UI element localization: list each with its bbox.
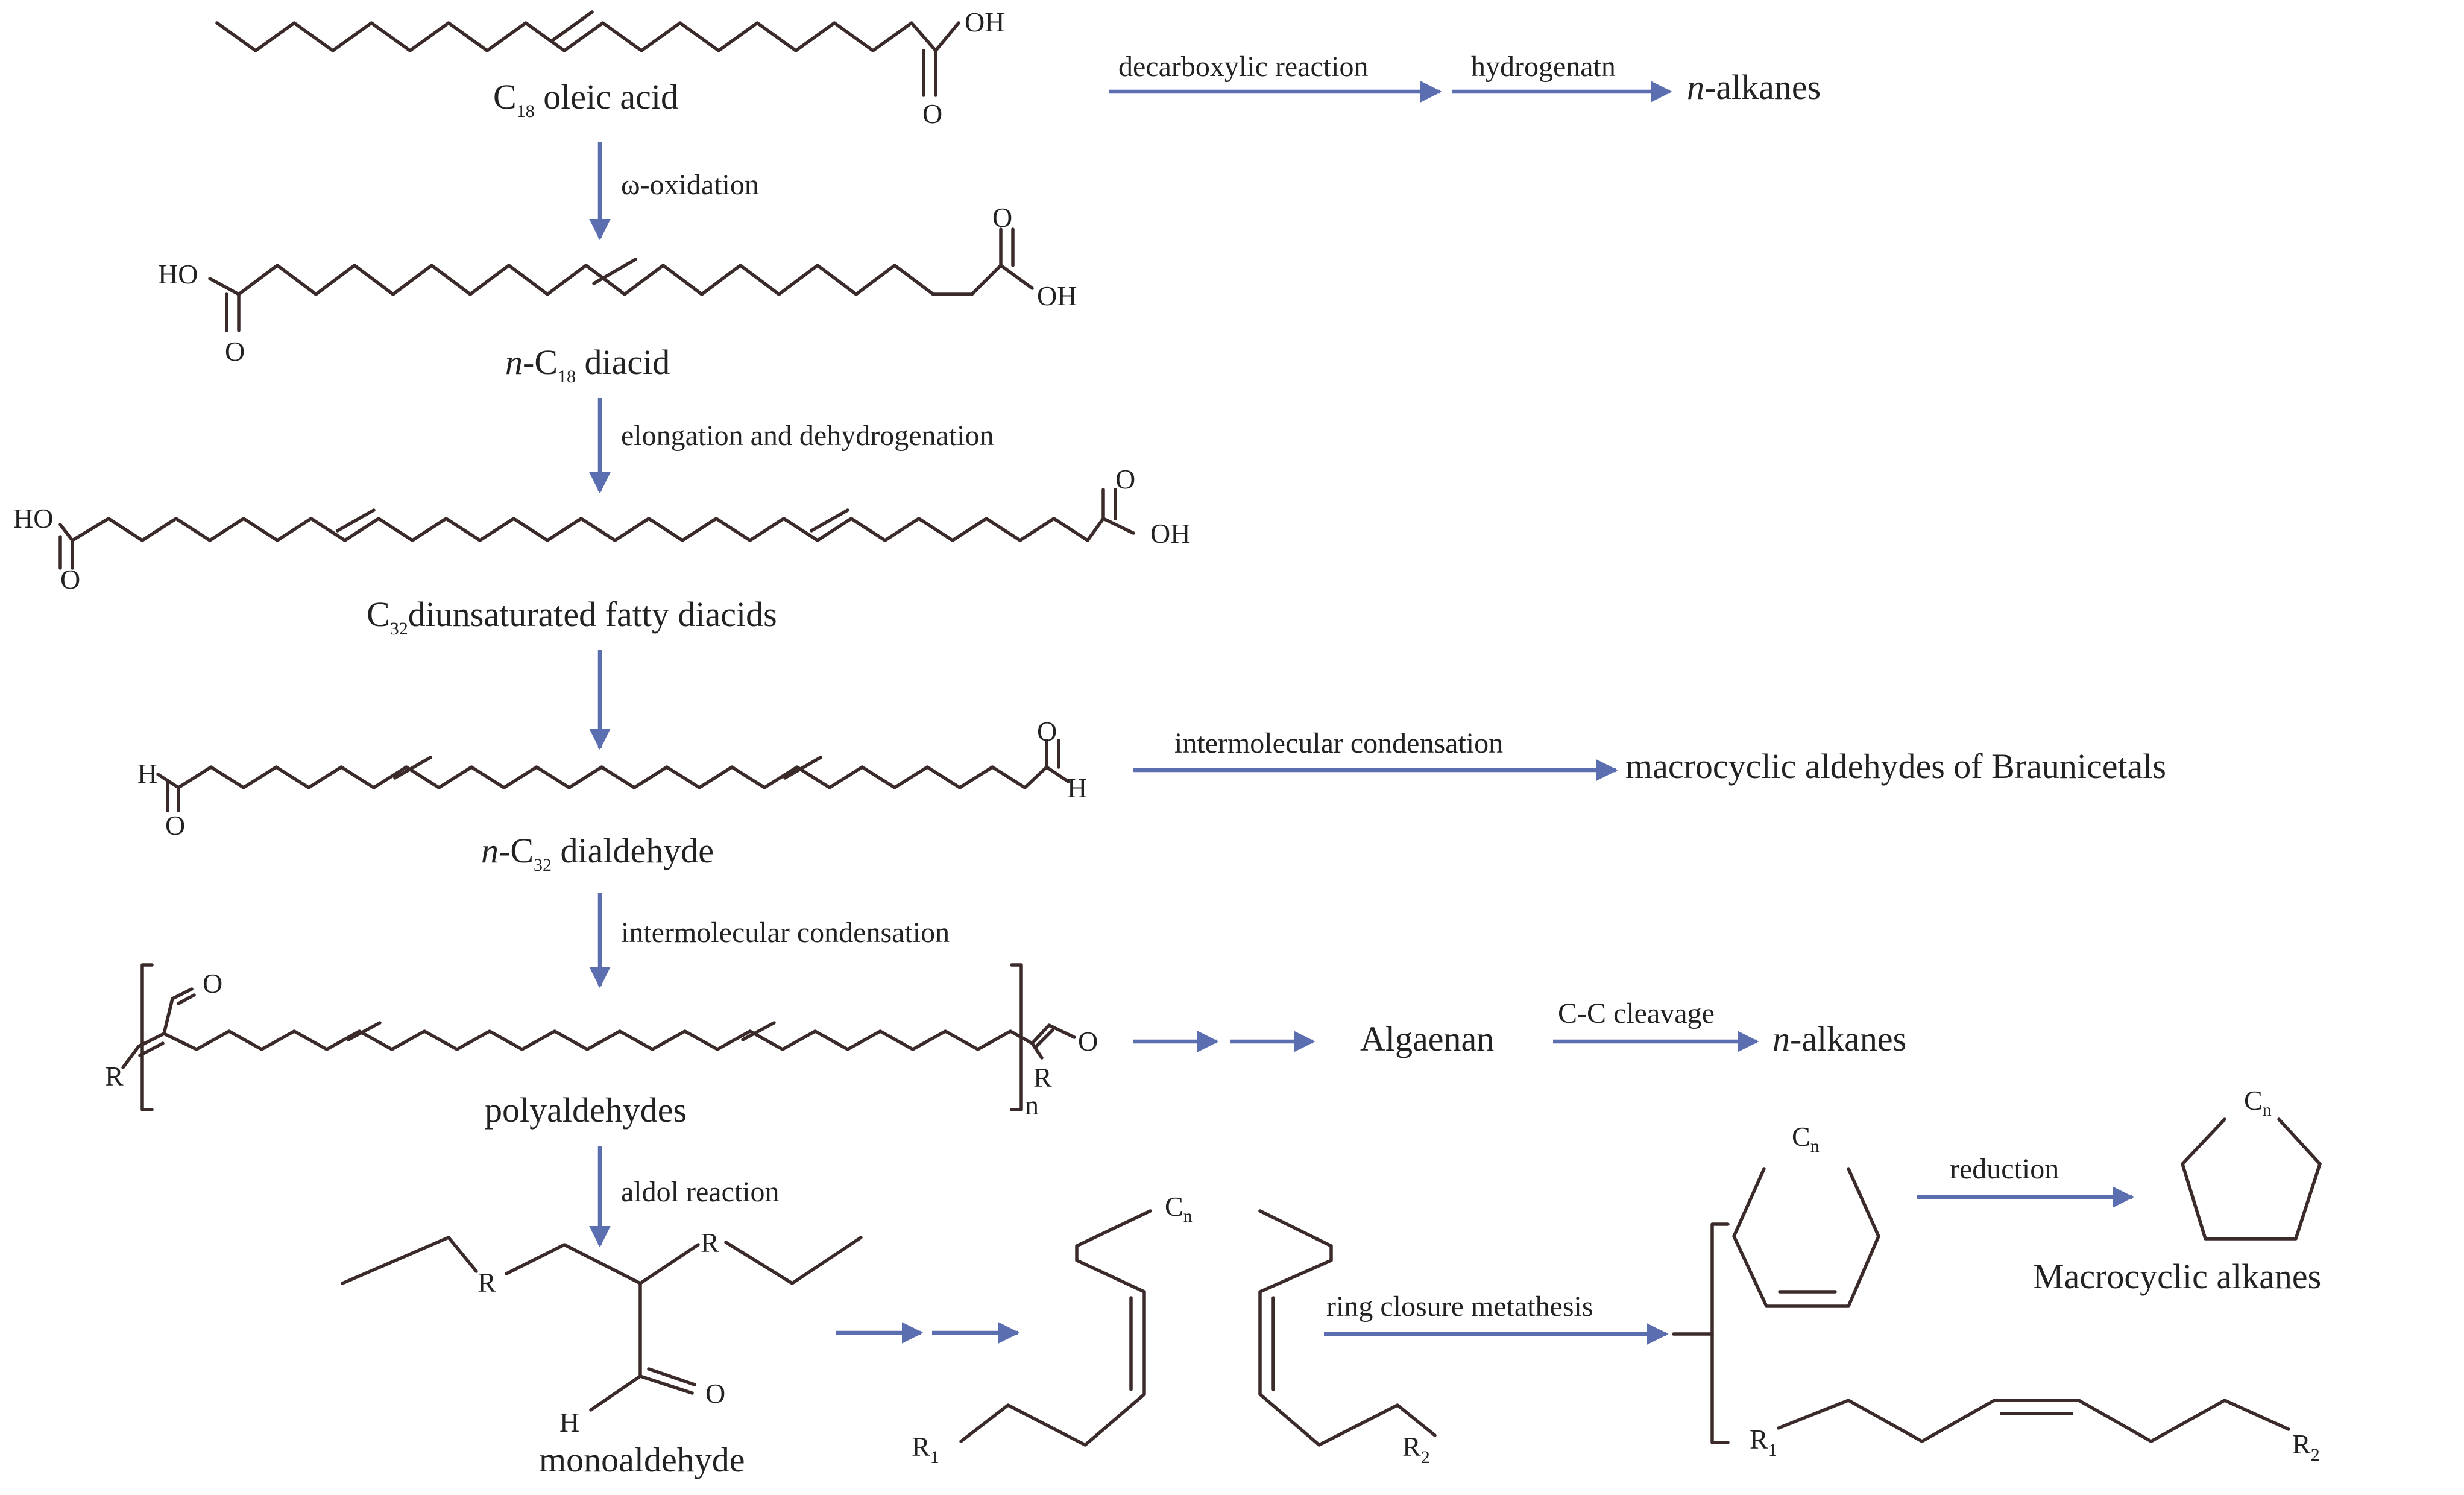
poly-o-right-label: O — [1078, 1026, 1098, 1057]
aldol-label: aldol reaction — [621, 1176, 780, 1208]
intermolecular-label-2: intermolecular condensation — [621, 917, 950, 949]
intermolecular-label-1: intermolecular condensation — [1174, 727, 1503, 759]
diacid-o-right-label: O — [992, 202, 1012, 233]
oleic-acid-structure: OH O — [215, 7, 1004, 129]
n-alkanes-label-bottom: n-alkanes — [1772, 1019, 1906, 1058]
monoaldehyde-label: monoaldehyde — [539, 1440, 745, 1479]
omega-oxidation-label: ω-oxidation — [621, 169, 759, 201]
poly-o-left-label: O — [203, 968, 222, 999]
poly-r-left-label: R — [105, 1061, 124, 1092]
mono-o-label: O — [705, 1378, 725, 1409]
dialdehyde-o-left-label: O — [165, 810, 185, 841]
reduction-label: reduction — [1950, 1153, 2059, 1185]
hydrogenatn-label: hydrogenatn — [1471, 51, 1616, 83]
oleic-oh-label: OH — [965, 7, 1004, 37]
diene-structure: Cn R1 R2 — [912, 1191, 1437, 1467]
cc-cleavage-label: C-C cleavage — [1558, 997, 1715, 1029]
diacid-o-left-label: O — [225, 336, 245, 367]
macrocyclic-aldehydes-label: macrocyclic aldehydes of Braunicetals — [1625, 747, 2166, 786]
cyclopentene-cn-label: Cn — [1792, 1121, 1820, 1156]
dialdehyde-structure: H O O H — [137, 716, 1087, 841]
diacid-structure: HO O O OH — [158, 202, 1077, 367]
diene-r2-label: R2 — [1402, 1431, 1430, 1467]
c32-ho-label: HO — [13, 503, 53, 534]
c32-oh-label: OH — [1150, 518, 1190, 549]
dialdehyde-label: n-C32 dialdehyde — [481, 831, 714, 875]
macrocyclic-alkanes-label: Macrocyclic alkanes — [2033, 1257, 2321, 1296]
dialdehyde-h-right-label: H — [1067, 773, 1087, 803]
alkene-r2-label: R2 — [2292, 1429, 2320, 1465]
diacid-oh-label: OH — [1037, 280, 1077, 311]
algaenan-label: Algaenan — [1360, 1019, 1494, 1058]
mono-r-left-label: R — [477, 1267, 496, 1298]
cyclopentane-cn-label: Cn — [2244, 1085, 2272, 1120]
c32-o-right-label: O — [1115, 464, 1135, 495]
dialdehyde-o-right-label: O — [1037, 716, 1057, 747]
branch-bracket — [1710, 1222, 1730, 1444]
diene-r1-label: R1 — [912, 1431, 939, 1467]
polyaldehydes-structure: R O O R n — [105, 963, 1098, 1120]
diene-cn-label: Cn — [1165, 1191, 1193, 1226]
linear-alkene-structure: R1 R2 — [1750, 1399, 2320, 1465]
mono-h-label: H — [559, 1407, 579, 1438]
c32-diacid-label: C32diunsaturated fatty diacids — [367, 595, 777, 639]
poly-n-label: n — [1025, 1090, 1039, 1120]
diacid-label: n-C18 diacid — [505, 343, 670, 387]
poly-r-right-label: R — [1033, 1062, 1052, 1093]
decarboxylic-label: decarboxylic reaction — [1118, 51, 1368, 83]
c32-o-left-label: O — [60, 564, 80, 595]
polyaldehydes-label: polyaldehydes — [485, 1090, 687, 1130]
alkene-r1-label: R1 — [1750, 1424, 1777, 1460]
n-alkanes-label-top: n-alkanes — [1687, 68, 1821, 107]
c32-diacid-structure: HO O O OH — [13, 464, 1190, 595]
diacid-ho-label: HO — [158, 259, 198, 289]
oleic-acid-label: C18 oleic acid — [493, 77, 678, 121]
elongation-label: elongation and dehydrogenation — [621, 420, 994, 452]
cyclopentene-structure: Cn — [1732, 1121, 1880, 1308]
cyclopentane-structure: Cn — [2181, 1085, 2322, 1241]
ring-closure-label: ring closure metathesis — [1326, 1291, 1593, 1323]
dialdehyde-h-left-label: H — [137, 758, 157, 789]
oleic-o-label: O — [922, 98, 942, 129]
monoaldehyde-structure: R R O H — [341, 1227, 863, 1438]
mono-r-right-label: R — [701, 1227, 719, 1258]
